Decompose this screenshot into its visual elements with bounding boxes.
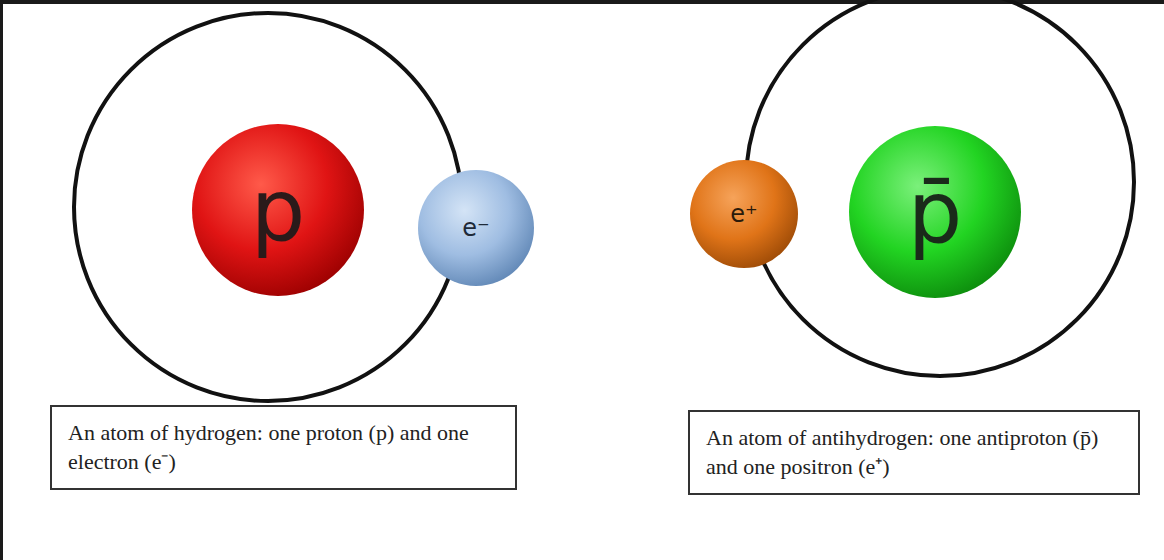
electron-circle: e⁻	[416, 168, 536, 288]
proton-circle: p	[190, 122, 366, 298]
particle-shape	[418, 170, 534, 286]
particle-shape	[192, 124, 364, 296]
hydrogen-orbit	[74, 13, 462, 401]
particle-symbol: p	[251, 167, 306, 253]
positron-circle: e⁺	[688, 158, 800, 270]
particle-shape	[849, 126, 1021, 298]
particle-symbol: e⁻	[462, 216, 489, 240]
caption-box: An atom of antihydrogen: one antiproton …	[688, 410, 1140, 495]
antihydrogen-orbit	[746, 0, 1134, 376]
particle-symbol: e⁺	[730, 202, 757, 226]
particle-shape	[690, 160, 798, 268]
caption-text: An atom of antihydrogen: one antiproton …	[706, 424, 1122, 481]
caption-box: An atom of hydrogen: one proton (p) and …	[50, 405, 517, 490]
caption-text: An atom of hydrogen: one proton (p) and …	[68, 419, 499, 476]
particle-symbol: p̄	[908, 169, 963, 255]
antiproton-circle: p̄	[847, 124, 1023, 300]
